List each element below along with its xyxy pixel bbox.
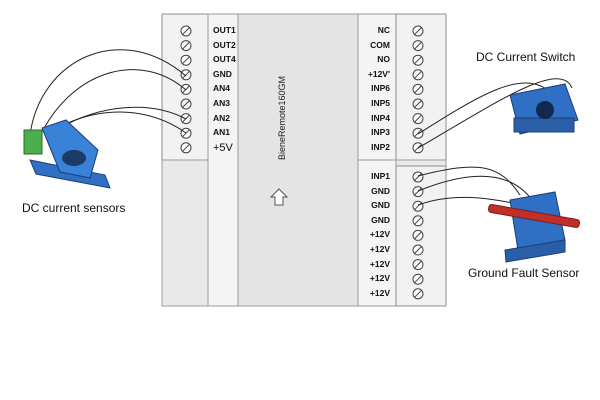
screw-slot [414,260,422,269]
terminal-label-an2: AN2 [213,112,231,123]
terminal-label-gnd: GND [371,214,390,225]
screw-slot [414,100,422,108]
left-screws [180,25,192,154]
wire-an2-left [59,106,187,129]
screw-slot [182,143,190,152]
wire-gf-inp1 [417,166,521,196]
terminal-label-out4: OUT4 [213,54,236,65]
terminal-label-inp3: INP3 [371,127,390,138]
screw-slot [182,70,190,79]
terminal-label-12v: +12V [369,273,390,284]
wire-switch-inp2 [417,78,573,149]
terminal-label-inp5: INP5 [371,98,390,108]
screw-slot [182,129,190,138]
screw-slot [414,129,422,138]
screw-slot [414,27,422,35]
screw-slot [414,173,422,181]
caption-ground-fault-sensor: Ground Fault Sensor [468,266,580,280]
screw-slot [414,56,422,65]
caption-dc-current-sensors: DC current sensors [22,201,126,215]
terminal-label-12v: +12V [369,229,390,240]
wire-gf-gnd1 [417,175,533,201]
screw-slot [414,114,422,123]
logo-arrow-icon [269,188,289,206]
screw-slot [414,275,422,284]
screw-slot [414,246,422,254]
screw-slot [414,187,422,196]
ground-fault-sensor [487,191,581,263]
terminal-label-an3: AN3 [213,98,231,108]
screw-slot [414,216,422,225]
screw-slot [182,41,190,50]
screw-slot [414,85,422,94]
terminal-label-no: NO [377,54,390,65]
terminal-label-com: COM [370,39,390,50]
terminal-label-12v: +12V' [367,68,390,79]
screw-slot [414,70,422,79]
terminal-label-out2: OUT2 [213,39,236,50]
terminal-label-an1: AN1 [213,127,231,138]
terminal-label-12v: +12V [369,258,390,269]
center-label-panel [237,13,359,307]
device-name: BieneRemote160GM [277,75,287,160]
center-panel [207,13,239,307]
terminal-label-inp1: INP1 [371,171,390,181]
screw-slot [182,27,190,35]
dc-current-switch [509,83,579,135]
wire-gnd-left [29,49,187,136]
terminal-label-12v: +12V [369,244,390,254]
terminal-label-inp4: INP4 [371,112,390,123]
caption-dc-current-switch: DC Current Switch [476,50,576,64]
terminal-label-inp6: INP6 [371,83,390,94]
screw-slot [414,231,422,240]
screw-slot [414,289,422,298]
screw-slot [182,56,190,65]
terminal-label-gnd: GND [371,185,390,196]
dc-current-sensor [23,119,111,189]
terminal-label-5v: +5V [213,141,233,154]
terminal-label-gnd: GND [371,200,390,211]
terminal-label-an4: AN4 [213,83,231,94]
terminal-label-nc: NC [377,25,390,35]
terminal-label-12v: +12V [369,287,390,298]
wire-switch-inp3 [417,82,549,135]
wire-an4-left [37,69,187,141]
screw-slot [182,100,190,108]
terminal-label-inp2: INP2 [371,141,390,152]
terminal-label-out1: OUT1 [213,25,236,35]
screw-slot [414,41,422,50]
terminal-label-gnd: GND [213,68,232,79]
